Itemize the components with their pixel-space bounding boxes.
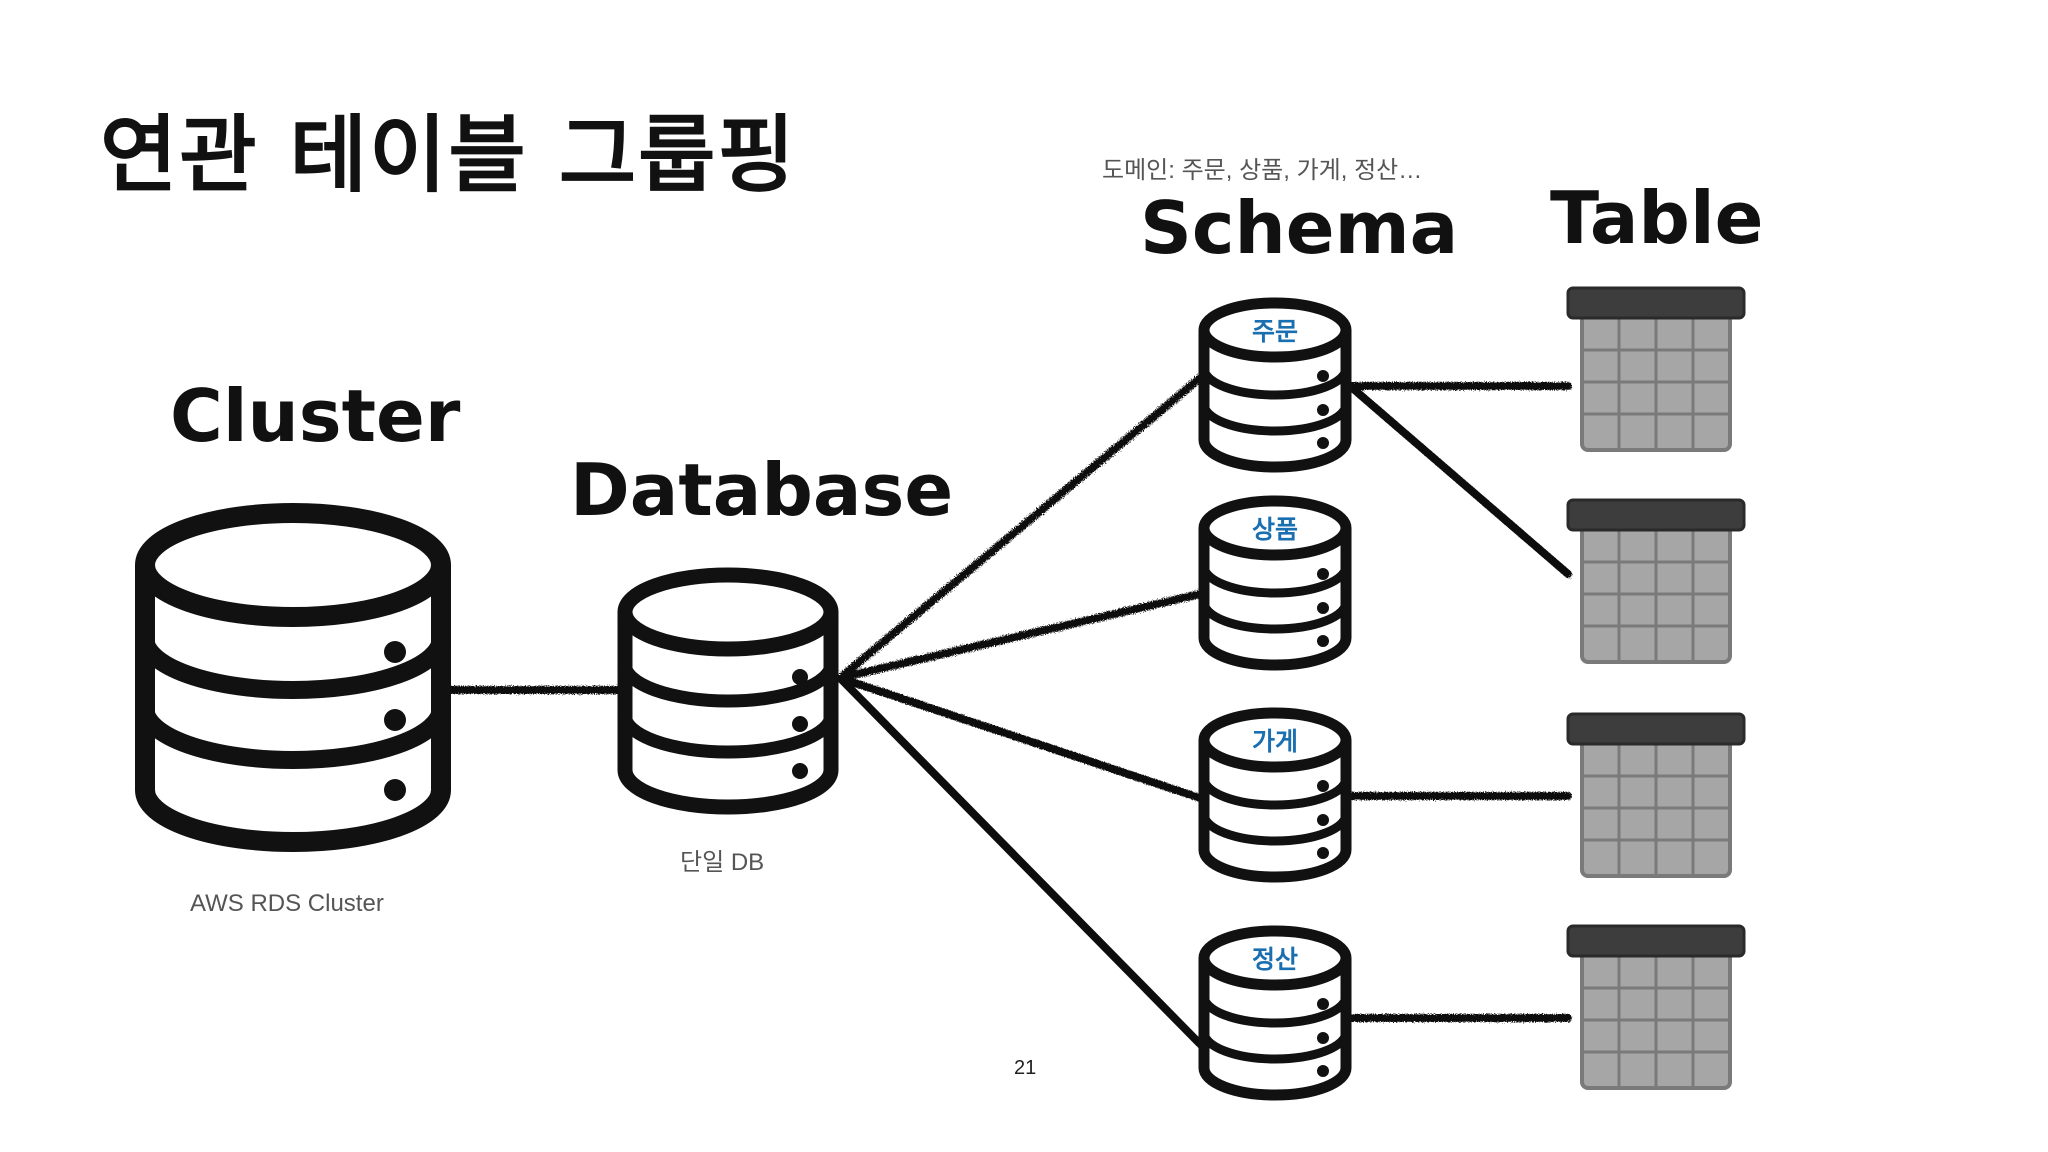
table-heading: Table — [1550, 176, 1764, 260]
table-2-icon — [1566, 498, 1746, 664]
connector-database-schema-2 — [836, 590, 1204, 682]
schema-3-label: 가게 — [1252, 727, 1298, 756]
schema-2-database-icon — [1198, 495, 1352, 671]
schema-2-label: 상품 — [1252, 515, 1298, 544]
connector-database-schema-4 — [836, 674, 1204, 1048]
table-1-icon — [1566, 286, 1746, 452]
database-heading: Database — [570, 448, 954, 532]
cluster-caption: AWS RDS Cluster — [190, 890, 384, 917]
schema-4-database-icon — [1198, 925, 1352, 1101]
slide-title: 연관 테이블 그룹핑 — [100, 106, 797, 204]
cluster-database-icon — [135, 503, 451, 852]
connectors — [446, 374, 1572, 1048]
database-caption: 단일 DB — [680, 849, 765, 876]
domain-caption: 도메인: 주문, 상품, 가게, 정산… — [1102, 157, 1423, 184]
schema-3-database-icon — [1198, 707, 1352, 883]
connector-schema-1-table-2 — [1346, 382, 1572, 578]
schema-heading: Schema — [1140, 186, 1459, 270]
connector-database-schema-1 — [836, 374, 1204, 682]
connector-database-schema-3 — [836, 674, 1204, 802]
schema-1-label: 주문 — [1252, 317, 1298, 346]
schema-1-database-icon — [1198, 297, 1352, 473]
cluster-heading: Cluster — [170, 374, 461, 458]
table-4-icon — [1566, 924, 1746, 1090]
database-icon — [617, 567, 839, 815]
schema-4-label: 정산 — [1252, 945, 1298, 974]
table-3-icon — [1566, 712, 1746, 878]
table-group — [1566, 286, 1746, 1090]
page-number: 21 — [1014, 1057, 1037, 1079]
